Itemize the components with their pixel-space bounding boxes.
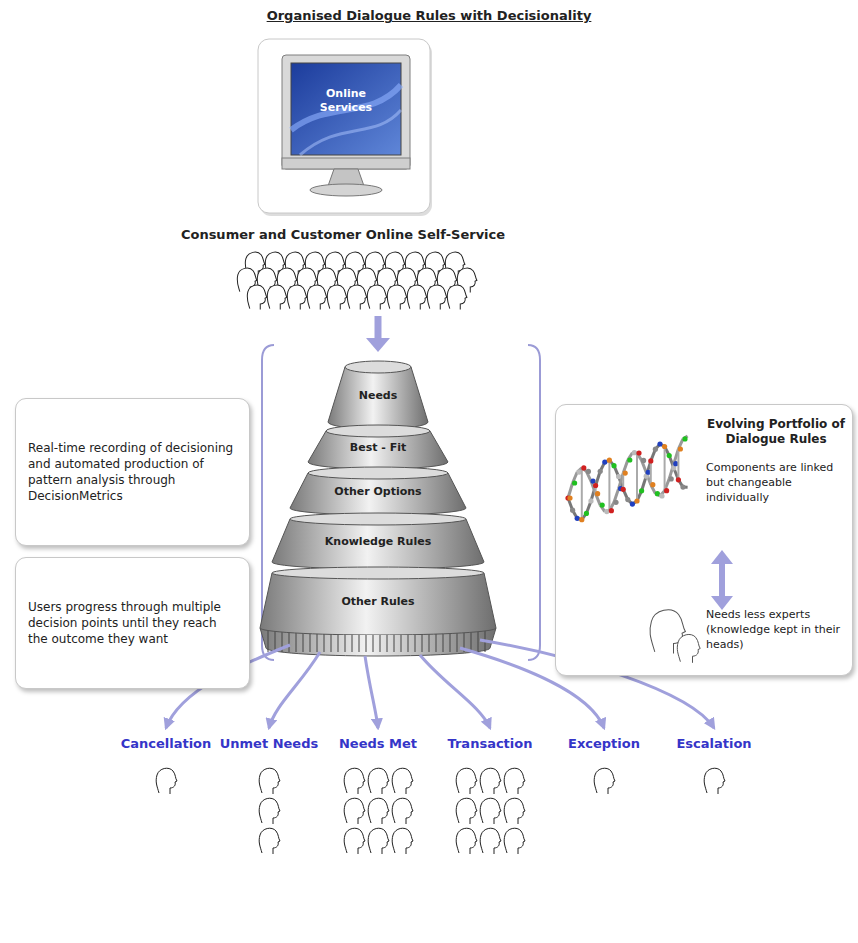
note-box: Users progress through multiple decision… bbox=[15, 557, 250, 689]
head-icon bbox=[367, 285, 387, 309]
head-icon bbox=[344, 768, 365, 794]
head-icon bbox=[347, 285, 367, 309]
band-label: Needs bbox=[326, 389, 430, 402]
head-icon bbox=[344, 798, 365, 824]
note-text: Real-time recording of decisioning and a… bbox=[28, 440, 237, 504]
funnel-band: Knowledge Rules bbox=[270, 512, 486, 569]
outcome-label: Needs Met bbox=[337, 736, 419, 751]
head-icon bbox=[677, 634, 700, 662]
head-icon bbox=[387, 285, 407, 309]
note-box: Real-time recording of decisioning and a… bbox=[15, 398, 250, 546]
head-icon bbox=[480, 768, 501, 794]
funnel-band: Other Options bbox=[288, 466, 468, 515]
outcome-label: Cancellation bbox=[119, 736, 214, 751]
head-icon bbox=[704, 768, 725, 794]
head-icon bbox=[307, 285, 327, 309]
outcome-label: Exception bbox=[566, 736, 642, 751]
band-label: Other Options bbox=[288, 485, 468, 498]
panel-text: Needs less experts (knowledge kept in th… bbox=[706, 607, 846, 652]
outcome-label: Transaction bbox=[446, 736, 535, 751]
head-icon bbox=[259, 828, 280, 854]
head-icon bbox=[480, 798, 501, 824]
head-icon bbox=[368, 798, 389, 824]
head-icon bbox=[456, 798, 477, 824]
head-icon bbox=[407, 285, 427, 309]
head-icon bbox=[392, 798, 413, 824]
funnel-band: Best - Fit bbox=[306, 424, 450, 469]
head-icon bbox=[156, 768, 177, 794]
outcome-label: Unmet Needs bbox=[218, 736, 320, 751]
band-label: Other Rules bbox=[258, 595, 498, 608]
head-icon bbox=[368, 768, 389, 794]
head-icon bbox=[267, 285, 287, 309]
screen-label: Online Services bbox=[291, 63, 401, 155]
note-text: Users progress through multiple decision… bbox=[28, 599, 237, 647]
head-icon bbox=[259, 768, 280, 794]
head-icon bbox=[287, 285, 307, 309]
outcome-label: Escalation bbox=[674, 736, 753, 751]
band-label: Best - Fit bbox=[306, 441, 450, 454]
funnel-band: Needs bbox=[326, 360, 430, 429]
screen-text: Online Services bbox=[291, 87, 401, 115]
head-icon bbox=[650, 610, 685, 654]
head-icon bbox=[392, 768, 413, 794]
crowd-label: Consumer and Customer Online Self-Servic… bbox=[179, 227, 507, 242]
head-icon bbox=[456, 828, 477, 854]
head-icon bbox=[594, 768, 615, 794]
panel-text: Components are linked but changeable ind… bbox=[706, 460, 846, 505]
info-panel: Evolving Portfolio of Dialogue RulesComp… bbox=[555, 404, 853, 676]
head-icon bbox=[327, 285, 347, 309]
head-icon bbox=[392, 828, 413, 854]
head-icon bbox=[456, 768, 477, 794]
head-icon bbox=[247, 285, 267, 309]
head-icon bbox=[447, 285, 467, 309]
head-icon bbox=[504, 828, 525, 854]
band-label: Knowledge Rules bbox=[270, 535, 486, 548]
head-icon bbox=[504, 768, 525, 794]
head-icon bbox=[480, 828, 501, 854]
head-icon bbox=[259, 798, 280, 824]
funnel-band: Other Rules bbox=[258, 566, 498, 635]
diagram-title: Organised Dialogue Rules with Decisional… bbox=[0, 8, 858, 23]
head-icon bbox=[344, 828, 365, 854]
panel-heading: Evolving Portfolio of Dialogue Rules bbox=[706, 417, 846, 447]
head-icon bbox=[427, 285, 447, 309]
head-icon bbox=[368, 828, 389, 854]
head-icon bbox=[504, 798, 525, 824]
